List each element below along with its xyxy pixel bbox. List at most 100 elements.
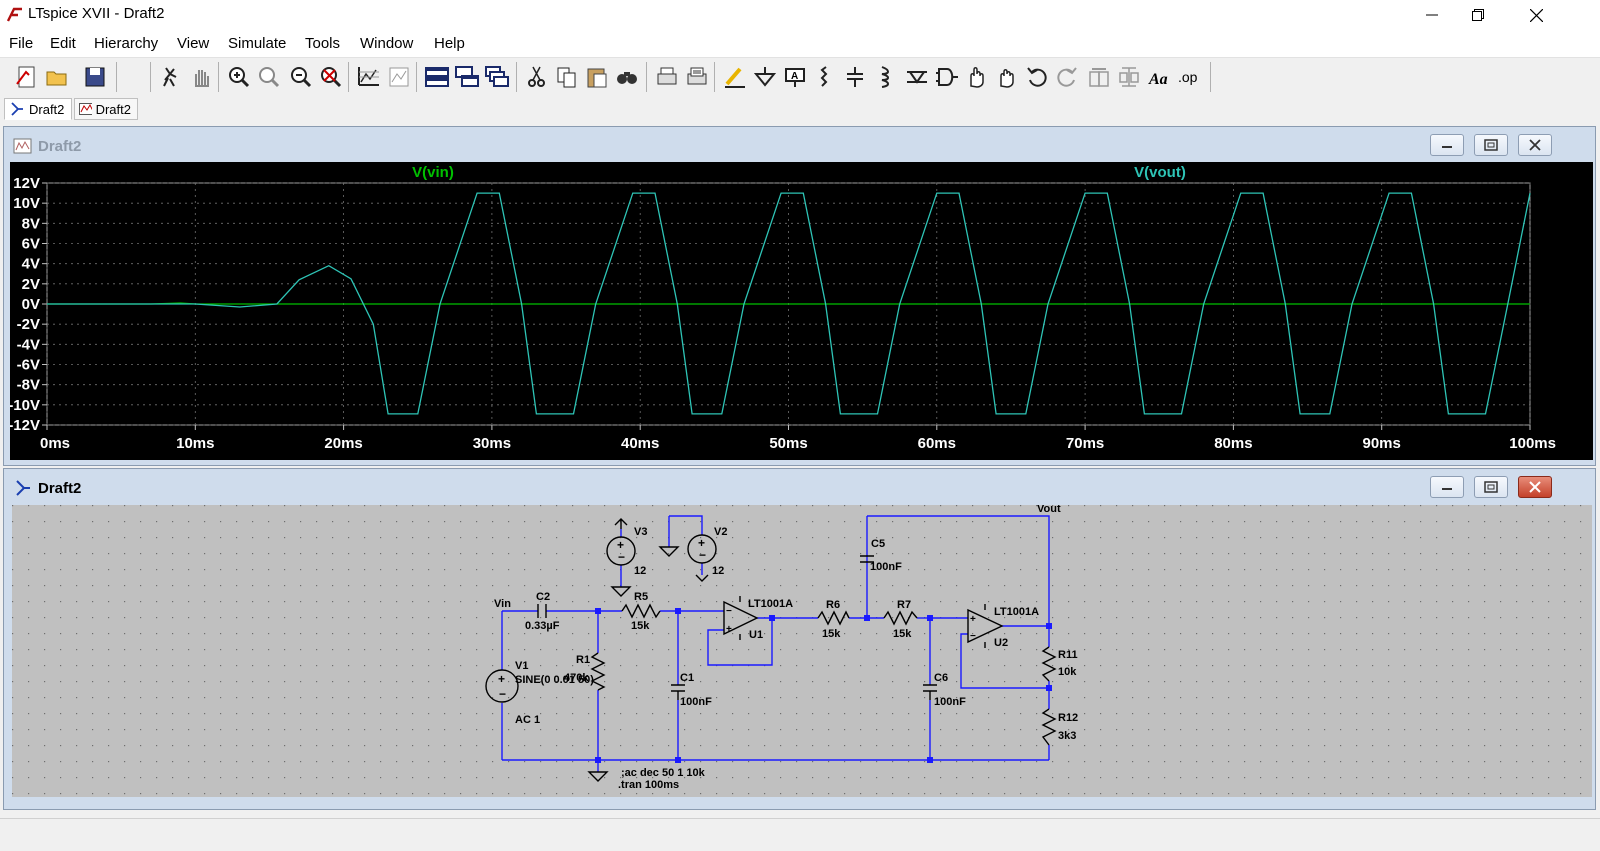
menu-help[interactable]: Help: [434, 35, 465, 52]
redo-button[interactable]: [1054, 64, 1080, 90]
r1-value[interactable]: 470k: [564, 672, 589, 684]
r7-name[interactable]: R7: [897, 599, 911, 611]
schematic-close-button[interactable]: [1518, 476, 1552, 498]
tab-waveform-draft2[interactable]: Draft2: [74, 98, 138, 120]
tab-schematic-draft2[interactable]: Draft2: [4, 98, 72, 120]
v3-name[interactable]: V3: [634, 526, 647, 538]
r11-name[interactable]: R11: [1058, 649, 1078, 661]
net-label-vin[interactable]: Vin: [494, 598, 511, 610]
autorange-button[interactable]: [356, 64, 382, 90]
draw-wire-button[interactable]: [722, 64, 748, 90]
tile-horizontal-button[interactable]: [424, 64, 450, 90]
menu-tools[interactable]: Tools: [305, 35, 341, 52]
u2-part[interactable]: LT1001A: [994, 606, 1039, 618]
u2-name[interactable]: U2: [994, 637, 1008, 649]
zoom-out-button[interactable]: [288, 64, 314, 90]
c2-name[interactable]: C2: [536, 591, 550, 603]
trace-vvin[interactable]: [47, 302, 1530, 305]
r6-name[interactable]: R6: [826, 599, 840, 611]
spice-directive-button[interactable]: .op: [1176, 64, 1202, 90]
r5-name[interactable]: R5: [634, 591, 648, 603]
v2-name[interactable]: V2: [714, 526, 727, 538]
capacitor-button[interactable]: [842, 64, 868, 90]
minimize-button[interactable]: [1409, 0, 1455, 30]
menu-window[interactable]: Window: [360, 35, 414, 52]
c5-name[interactable]: C5: [871, 538, 885, 550]
schematic-restore-button[interactable]: [1474, 476, 1508, 498]
waveform-minimize-button[interactable]: [1430, 134, 1464, 156]
print-preview-button[interactable]: [684, 64, 710, 90]
resistor-r11-symbol: [1041, 646, 1057, 682]
save-button[interactable]: [82, 64, 108, 90]
cascade-button[interactable]: [484, 64, 510, 90]
u1-name[interactable]: U1: [749, 629, 763, 641]
v1-ac[interactable]: AC 1: [515, 714, 540, 726]
r12-name[interactable]: R12: [1058, 712, 1078, 724]
resistor-button[interactable]: [812, 64, 838, 90]
restore-button[interactable]: [1455, 0, 1501, 30]
menu-file[interactable]: File: [9, 35, 34, 52]
waveform-button[interactable]: [386, 64, 412, 90]
net-label-vout[interactable]: Vout: [1037, 505, 1061, 515]
label-net-button[interactable]: A: [782, 64, 808, 90]
halt-button[interactable]: [188, 64, 214, 90]
menu-view[interactable]: View: [177, 35, 210, 52]
drag-button[interactable]: [994, 64, 1020, 90]
open-button[interactable]: [44, 64, 70, 90]
c5-value[interactable]: 100nF: [870, 561, 902, 573]
r12-value[interactable]: 3k3: [1058, 730, 1076, 742]
menu-edit[interactable]: Edit: [50, 35, 76, 52]
c1-value[interactable]: 100nF: [680, 696, 712, 708]
component-symbols[interactable]: [485, 518, 1057, 782]
spice-directive-tran[interactable]: .tran 100ms: [618, 779, 679, 791]
pan-button[interactable]: [256, 64, 282, 90]
v1-name[interactable]: V1: [515, 660, 528, 672]
ground-button[interactable]: [752, 64, 778, 90]
text-button[interactable]: Aa: [1146, 64, 1172, 90]
new-schematic-button[interactable]: [14, 64, 40, 90]
wires[interactable]: [501, 515, 1050, 772]
waveform-restore-button[interactable]: [1474, 134, 1508, 156]
trace-vvout[interactable]: [47, 192, 1531, 415]
zoom-fit-button[interactable]: [318, 64, 344, 90]
r6-value[interactable]: 15k: [822, 628, 841, 640]
print-button[interactable]: [654, 64, 680, 90]
menu-simulate[interactable]: Simulate: [228, 35, 287, 52]
copy-button[interactable]: [554, 64, 580, 90]
menu-hierarchy[interactable]: Hierarchy: [94, 35, 159, 52]
waveform-close-button[interactable]: [1518, 134, 1552, 156]
find-button[interactable]: [614, 64, 640, 90]
schematic-minimize-button[interactable]: [1430, 476, 1464, 498]
rotate-button[interactable]: [1086, 64, 1112, 90]
component-button[interactable]: [934, 64, 960, 90]
spice-directive-ac[interactable]: ;ac dec 50 1 10k: [621, 767, 706, 779]
undo-button[interactable]: [1024, 64, 1050, 90]
run-button[interactable]: [158, 64, 184, 90]
c1-name[interactable]: C1: [680, 672, 694, 684]
tile-vertical-button[interactable]: [454, 64, 480, 90]
r1-name[interactable]: R1: [576, 654, 590, 666]
v1-value[interactable]: SINE(0 0.01 50): [515, 674, 594, 686]
y-tick-label: 10V: [13, 195, 40, 212]
move-button[interactable]: [964, 64, 990, 90]
v2-value[interactable]: 12: [712, 565, 724, 577]
trace-label-vout[interactable]: V(vout): [1134, 164, 1186, 181]
mirror-button[interactable]: [1116, 64, 1142, 90]
u1-part[interactable]: LT1001A: [748, 598, 793, 610]
v3-value[interactable]: 12: [634, 565, 646, 577]
schematic-canvas[interactable]: + − + − + − − + + − Vout Vin C5 100nF V3…: [12, 505, 1592, 797]
inductor-button[interactable]: [872, 64, 898, 90]
r7-value[interactable]: 15k: [893, 628, 912, 640]
paste-button[interactable]: [584, 64, 610, 90]
c2-value[interactable]: 0.33µF: [525, 620, 560, 632]
c6-value[interactable]: 100nF: [934, 696, 966, 708]
r11-value[interactable]: 10k: [1058, 666, 1077, 678]
waveform-plot[interactable]: V(vin) V(vout) 12V10V8V6V4V2V0V-2V-4V-6V…: [10, 162, 1593, 460]
zoom-in-button[interactable]: [226, 64, 252, 90]
cut-button[interactable]: [524, 64, 550, 90]
diode-button[interactable]: [904, 64, 930, 90]
c6-name[interactable]: C6: [934, 672, 948, 684]
r5-value[interactable]: 15k: [631, 620, 650, 632]
trace-label-vin[interactable]: V(vin): [412, 164, 454, 181]
close-button[interactable]: [1513, 0, 1559, 30]
